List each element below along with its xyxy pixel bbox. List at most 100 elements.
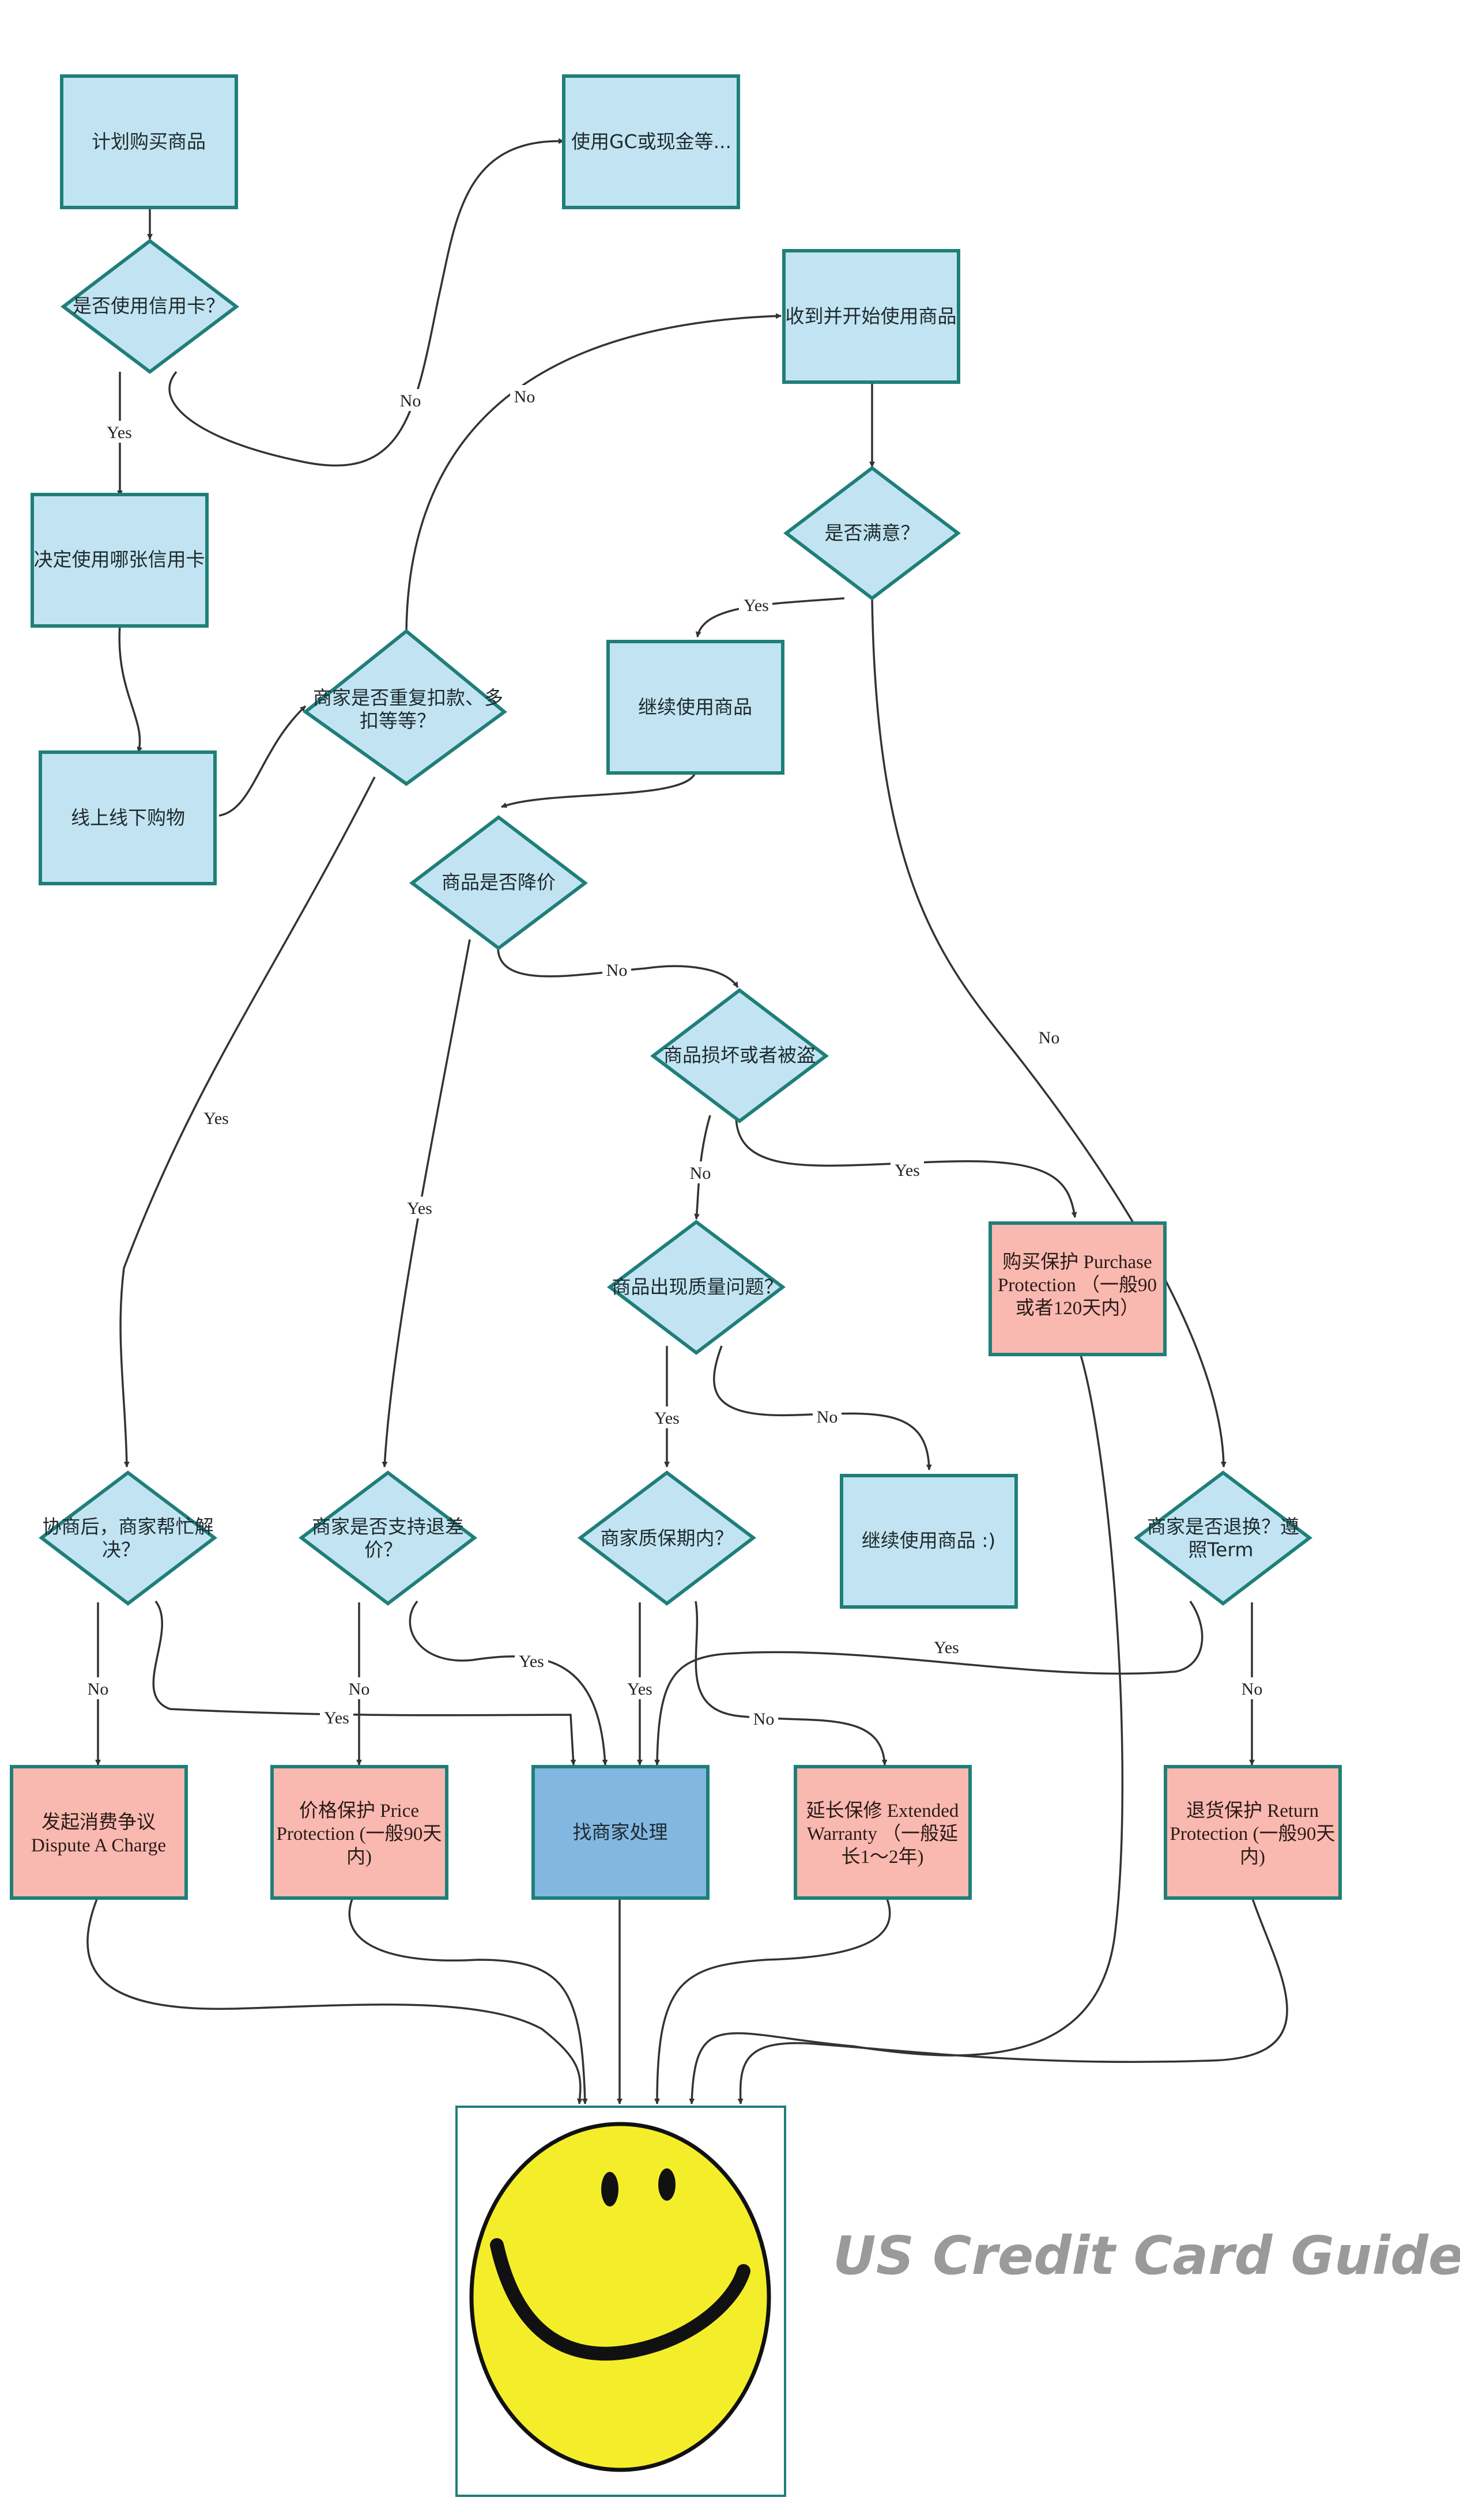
node-merchant-refund-diff-q-line-1: 商家是否支持退差 <box>312 1515 464 1538</box>
node-return-protection-line-3: 内) <box>1240 1846 1265 1868</box>
node-return-protection <box>1164 1765 1342 1900</box>
edge-label-sat-no: No <box>1039 1028 1060 1047</box>
node-merchant-double-charge-q-line-1: 商家是否重复扣款、多 <box>313 686 503 709</box>
node-shop <box>39 750 217 885</box>
node-purchase-protection-line-3: 或者120天内） <box>1016 1297 1140 1319</box>
edge-dmg-yes <box>735 1116 1077 1218</box>
node-merchant-return-q <box>1134 1470 1312 1606</box>
edge-price-prot-to-smiley <box>348 1893 588 2104</box>
node-merchant-return-q-line-2: 照Term <box>1189 1538 1254 1561</box>
edge-label-dmg-no: No <box>690 1164 711 1183</box>
node-merchant-return-q-label: 商家是否退换？遵照Term <box>1147 1515 1299 1561</box>
node-price-protection-line-1: 价格保护 Price <box>299 1800 419 1821</box>
node-after-consult-q <box>39 1470 217 1606</box>
edge-dbl-no <box>405 313 782 632</box>
node-dispute-charge-line-2: Dispute A Charge <box>31 1835 166 1856</box>
node-dispute-charge-line-1: 发起消费争议 <box>42 1812 156 1833</box>
edge-label-warranty-no: No <box>753 1710 775 1729</box>
node-merchant-refund-diff-q <box>299 1470 477 1606</box>
node-continue-use-label: 继续使用商品 <box>638 696 752 718</box>
smiley-left-eye-icon <box>601 2172 618 2206</box>
node-continue-use-happy <box>840 1474 1018 1609</box>
smiley-end-node <box>455 2106 786 2497</box>
node-price-protection <box>270 1765 448 1900</box>
node-contact-merchant <box>531 1765 710 1900</box>
node-extended-warranty-line-1: 延长保修 Extended <box>806 1800 959 1821</box>
node-price-drop-q <box>409 815 588 950</box>
node-dispute-charge <box>10 1765 188 1900</box>
node-purchase-protection <box>989 1221 1167 1356</box>
node-use-gc-cash-label: 使用GC或现金等... <box>571 130 731 153</box>
edge-pp-to-smiley <box>689 1345 1124 2104</box>
edge-refund-yes <box>409 1600 608 1765</box>
edge-cont-to-price <box>501 774 696 808</box>
edge-cc-no <box>168 138 564 467</box>
edge-label-dmg-yes: Yes <box>895 1161 920 1180</box>
node-purchase-protection-line-1: 购买保护 Purchase <box>1002 1251 1152 1273</box>
node-return-protection-line-1: 退货保护 Return <box>1186 1800 1319 1821</box>
edge-label-sat-yes: Yes <box>744 596 769 615</box>
node-use-credit-card-q-label: 是否使用信用卡？ <box>73 295 225 317</box>
node-receive-use <box>782 249 960 384</box>
edge-warranty-no <box>695 1601 888 1765</box>
edge-label-dbl-no: No <box>514 387 535 406</box>
edge-qual-no <box>713 1345 932 1470</box>
node-merchant-refund-diff-q-line-2: 价？ <box>364 1538 402 1561</box>
edge-shop-to-dbl <box>218 705 307 817</box>
edge-consult-yes <box>152 1600 576 1765</box>
edge-label-return-no: No <box>1242 1680 1263 1699</box>
node-price-protection-line-2: Protection (一般90天 <box>277 1823 442 1844</box>
edge-label-price-no: No <box>606 961 628 980</box>
flowchart-nodes: 计划购买商品 使用GC或现金等... 收到并开始使用商品 决定使用哪张信用卡 线… <box>10 74 1342 1900</box>
node-price-protection-line-3: 内) <box>346 1846 372 1868</box>
node-merchant-return-q-line-1: 商家是否退换？遵 <box>1147 1515 1299 1538</box>
watermark-text: US Credit Card Guide <box>833 2225 1460 2287</box>
edge-label-dbl-yes: Yes <box>203 1109 229 1128</box>
node-contact-merchant-label: 找商家处理 <box>573 1821 668 1843</box>
node-price-drop-q-label: 商品是否降价 <box>442 871 556 893</box>
edge-sat-no <box>871 598 1227 1468</box>
edge-label-consult-no: No <box>88 1680 109 1699</box>
node-merchant-double-charge-q <box>303 629 507 786</box>
node-damaged-stolen-q <box>650 988 829 1123</box>
node-receive-use-label: 收到并开始使用商品 <box>786 305 957 327</box>
edge-label-refund-no: No <box>349 1680 370 1699</box>
node-purchase-protection-line-2: Protection （一般90 <box>998 1274 1157 1296</box>
node-quality-issue-q-label: 商品出现质量问题？ <box>612 1276 783 1298</box>
node-satisfied-q <box>783 466 961 601</box>
node-plan-purchase-label: 计划购买商品 <box>92 130 206 153</box>
edge-price-yes <box>382 939 471 1468</box>
node-merchant-double-charge-q-label: 商家是否重复扣款、多扣等等？ <box>313 686 503 732</box>
edge-label-consult-yes: Yes <box>324 1708 349 1727</box>
edge-choose-to-shop <box>118 625 143 753</box>
node-merchant-refund-diff-q-label: 商家是否支持退差价？ <box>312 1515 464 1561</box>
edge-labels: Yes No No Yes No Yes Yes No Yes No Yes N… <box>84 385 1266 1729</box>
edge-label-refund-yes: Yes <box>519 1652 544 1671</box>
edge-return-yes <box>654 1601 1204 1765</box>
node-damaged-stolen-q-label: 商品损坏或者被盗 <box>663 1044 816 1066</box>
node-use-gc-cash <box>562 74 740 209</box>
node-merchant-warranty-q <box>578 1470 756 1606</box>
node-return-protection-line-2: Protection (一般90天 <box>1170 1823 1335 1844</box>
edge-dispute-to-smiley <box>86 1893 583 2104</box>
node-extended-warranty-line-3: 长1～2年) <box>842 1846 924 1868</box>
edge-label-cc-yes: Yes <box>107 423 132 442</box>
node-choose-card <box>31 493 209 628</box>
edge-label-price-yes: Yes <box>407 1199 432 1218</box>
node-continue-use <box>606 640 784 775</box>
node-merchant-warranty-q-label: 商家质保期内？ <box>601 1527 734 1549</box>
node-merchant-double-charge-q-line-2: 扣等等？ <box>360 710 436 732</box>
edge-ret-prot-to-smiley <box>737 1893 1288 2104</box>
node-choose-card-label: 决定使用哪张信用卡 <box>34 548 205 571</box>
edge-label-cc-no: No <box>400 391 421 410</box>
node-extended-warranty <box>794 1765 972 1900</box>
node-use-credit-card-q <box>61 239 239 374</box>
node-continue-use-happy-label: 继续使用商品 :) <box>862 1529 995 1552</box>
edge-dbl-yes <box>119 776 376 1468</box>
